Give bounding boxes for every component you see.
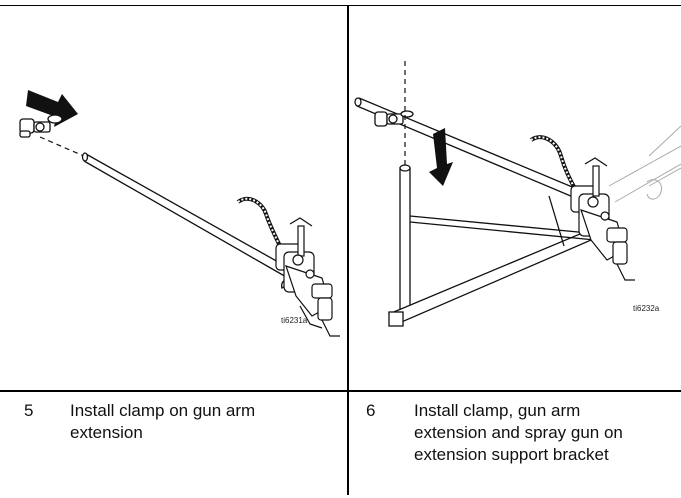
clamp-icon	[19, 114, 63, 138]
table-column-divider	[347, 5, 349, 495]
step-5-caption: 5 Install clamp on gun arm extension	[24, 400, 339, 444]
step-number: 5	[24, 401, 34, 420]
clamp-icon	[374, 110, 414, 127]
gun-arm-extension-drawing	[19, 90, 340, 337]
step-instruction: Install clamp, gun arm extension and spr…	[414, 401, 623, 464]
extension-rod	[81, 152, 301, 290]
figure-id: ti6231a	[281, 316, 308, 325]
direction-arrow-icon	[429, 128, 453, 186]
support-bracket-drawing	[354, 61, 681, 327]
figure-id: ti6232a	[633, 304, 660, 313]
table-row-divider	[0, 390, 681, 392]
spray-gun-icon	[529, 135, 635, 281]
table-top-rule	[0, 5, 681, 6]
illustration-step-5: ti6231a	[0, 6, 347, 390]
step-6-caption: 6 Install clamp, gun arm extension and s…	[366, 400, 678, 466]
direction-arrow-icon	[26, 90, 78, 127]
support-bracket	[387, 164, 607, 327]
spray-gun-icon	[236, 196, 340, 337]
illustration-step-6: ti6232a	[349, 6, 681, 390]
sprayer-unit-background	[608, 125, 681, 203]
step-number: 6	[366, 401, 376, 420]
step-instruction: Install clamp on gun arm extension	[70, 401, 256, 442]
